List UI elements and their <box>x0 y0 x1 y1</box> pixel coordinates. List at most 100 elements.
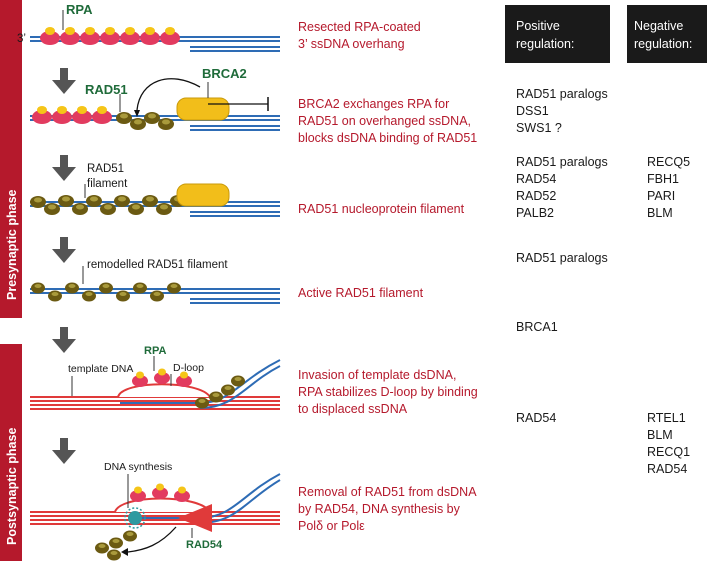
rad51-protein <box>44 203 60 215</box>
postsynaptic-phase-label: Postsynaptic phase <box>5 428 19 545</box>
pos-reg-step2-3: SWS1 ? <box>516 121 562 135</box>
dna-polymerase <box>124 507 146 529</box>
step4-active-filament: remodelled RAD51 filament <box>30 259 280 304</box>
positive-header-line-2: regulation: <box>516 37 574 51</box>
rad51-protein <box>133 282 147 294</box>
rad51-protein <box>82 290 96 302</box>
brca2-protein <box>176 183 230 207</box>
neg-reg-step6-1: RTEL1 <box>647 411 686 425</box>
rpa-cluster <box>32 106 112 124</box>
neg-reg-step3-4: BLM <box>647 206 673 220</box>
step2-desc-line-3: blocks dsDNA binding of RAD51 <box>298 131 477 145</box>
step1-dna-overhang: RPA 3’ <box>17 2 280 52</box>
rpa-protein <box>140 27 160 45</box>
step2-desc-line-2: RAD51 on overhanged ssDNA, <box>298 114 471 128</box>
rpa-label: RPA <box>66 2 93 17</box>
pos-reg-step3-1: RAD51 paralogs <box>516 155 608 169</box>
rpa-protein <box>40 27 60 45</box>
rad51-protein <box>116 290 130 302</box>
rad51-protein <box>58 195 74 207</box>
three-prime-label: 3’ <box>17 33 26 45</box>
rad51-protein <box>123 530 137 542</box>
step2-brca2-exchange: BRCA2 RAD51 <box>30 66 280 131</box>
rad51-protein <box>114 195 130 207</box>
rad51-cluster <box>31 282 181 302</box>
rad51-protein <box>167 282 181 294</box>
rad51-label: RAD51 <box>85 82 128 97</box>
pos-reg-step5-1: BRCA1 <box>516 320 558 334</box>
rad51-protein <box>116 112 132 124</box>
negative-header-line-2: regulation: <box>634 37 692 51</box>
rpa-protein <box>120 27 140 45</box>
released-rad51 <box>95 530 137 561</box>
step-arrows <box>52 68 76 464</box>
rad51-filament-label-line-1: RAD51 <box>87 163 124 175</box>
pos-reg-step3-4: PALB2 <box>516 206 554 220</box>
d-loop-label: D-loop <box>173 362 204 374</box>
rad51-protein <box>221 384 235 396</box>
rad51-protein <box>142 195 158 207</box>
rad51-cluster <box>195 375 245 409</box>
rpa-protein <box>60 27 80 45</box>
rpa-cluster <box>130 483 190 502</box>
rad51-protein <box>86 195 102 207</box>
neg-reg-step6-3: RECQ1 <box>647 445 690 459</box>
rad51-protein <box>150 290 164 302</box>
down-arrow-1 <box>52 68 76 94</box>
step1-desc-line-1: Resected RPA-coated <box>298 20 421 34</box>
rpa-protein <box>52 106 72 124</box>
rad51-protein <box>130 118 146 130</box>
pos-reg-step3-2: RAD54 <box>516 172 556 186</box>
rpa-protein <box>100 27 120 45</box>
negative-header-line-1: Negative <box>634 19 683 33</box>
positive-regulation-header: Positive regulation: <box>505 5 610 63</box>
neg-reg-step3-1: RECQ5 <box>647 155 690 169</box>
rad51-protein <box>31 282 45 294</box>
rpa-protein <box>80 27 100 45</box>
step6-desc-line-2: RPA stabilizes D-loop by binding <box>298 385 478 399</box>
rpa-protein <box>176 371 192 387</box>
step7-synthesis: DNA synthesis RAD54 <box>30 461 281 561</box>
rpa-protein <box>132 371 148 387</box>
step4-desc-line-1: Active RAD51 filament <box>298 286 424 300</box>
pos-reg-step3-3: RAD52 <box>516 189 556 203</box>
down-arrow-4 <box>52 327 76 353</box>
rad54-protein <box>178 504 212 532</box>
rad51-protein <box>95 542 109 554</box>
rad51-protein <box>72 203 88 215</box>
pos-reg-step2-1: RAD51 paralogs <box>516 87 608 101</box>
rad51-protein <box>107 549 121 561</box>
neg-reg-step3-3: PARI <box>647 189 675 203</box>
pos-reg-step6-1: RAD54 <box>516 411 556 425</box>
neg-reg-step6-2: BLM <box>647 428 673 442</box>
rad51-protein <box>209 391 223 403</box>
step3-desc-line-1: RAD51 nucleoprotein filament <box>298 202 465 216</box>
rad51-protein <box>158 118 174 130</box>
rpa-protein <box>154 368 170 384</box>
negative-regulation-header: Negative regulation: <box>627 5 707 63</box>
rad54-label: RAD54 <box>186 539 223 551</box>
brca2-label: BRCA2 <box>202 66 247 81</box>
rad51-protein <box>48 290 62 302</box>
step2-desc-line-1: BRCA2 exchanges RPA for <box>298 97 449 111</box>
rpa-cluster <box>40 27 180 45</box>
rpa-protein <box>32 106 52 124</box>
rad51-protein <box>144 112 160 124</box>
rpa-small-label: RPA <box>144 345 166 357</box>
pos-reg-step2-2: DSS1 <box>516 104 549 118</box>
positive-header-line-1: Positive <box>516 19 560 33</box>
brca2-protein <box>176 97 230 121</box>
neg-reg-step6-4: RAD54 <box>647 462 687 476</box>
down-arrow-5 <box>52 438 76 464</box>
rad51-protein <box>156 203 172 215</box>
template-dna-label: template DNA <box>68 363 133 375</box>
rad51-removal-arrow <box>127 526 177 553</box>
rpa-protein <box>92 106 112 124</box>
rad51-protein <box>100 203 116 215</box>
exchange-arrow <box>136 78 201 111</box>
postsynaptic-phase-bar: Postsynaptic phase <box>0 344 22 561</box>
step7-desc-line-1: Removal of RAD51 from dsDNA <box>298 485 477 499</box>
rad51-protein <box>99 282 113 294</box>
rpa-protein <box>152 483 168 499</box>
rad51-protein <box>65 282 79 294</box>
